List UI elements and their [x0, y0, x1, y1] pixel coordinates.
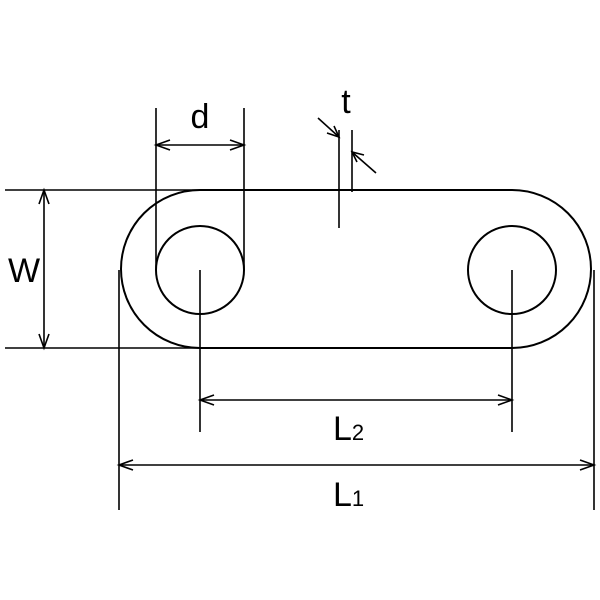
w-arrow-bottom	[38, 333, 50, 351]
plate-outline	[120, 189, 592, 349]
l1-label-sub: 1	[352, 486, 364, 511]
t-label: t	[341, 83, 351, 121]
w-arrow-top	[38, 187, 50, 205]
l2-arrow-left	[197, 394, 215, 406]
d-arrow-right	[229, 139, 247, 151]
t-leader-left	[317, 117, 340, 138]
l1-label: L1	[333, 476, 364, 514]
l2-label: L2	[333, 410, 364, 448]
l2-arrow-right	[497, 394, 515, 406]
l1-arrow-left	[116, 459, 134, 471]
l2-label-sub: 2	[352, 420, 364, 445]
l1-label-main: L	[333, 476, 352, 514]
t-arrow-left	[326, 125, 341, 139]
l2-label-main: L	[333, 410, 352, 448]
l1-arrow-right	[579, 459, 597, 471]
t-leader-right	[351, 151, 377, 174]
d-label: d	[191, 98, 210, 136]
w-label: W	[8, 252, 40, 290]
t-arrow-right	[350, 150, 365, 163]
d-arrow-left	[153, 139, 171, 151]
